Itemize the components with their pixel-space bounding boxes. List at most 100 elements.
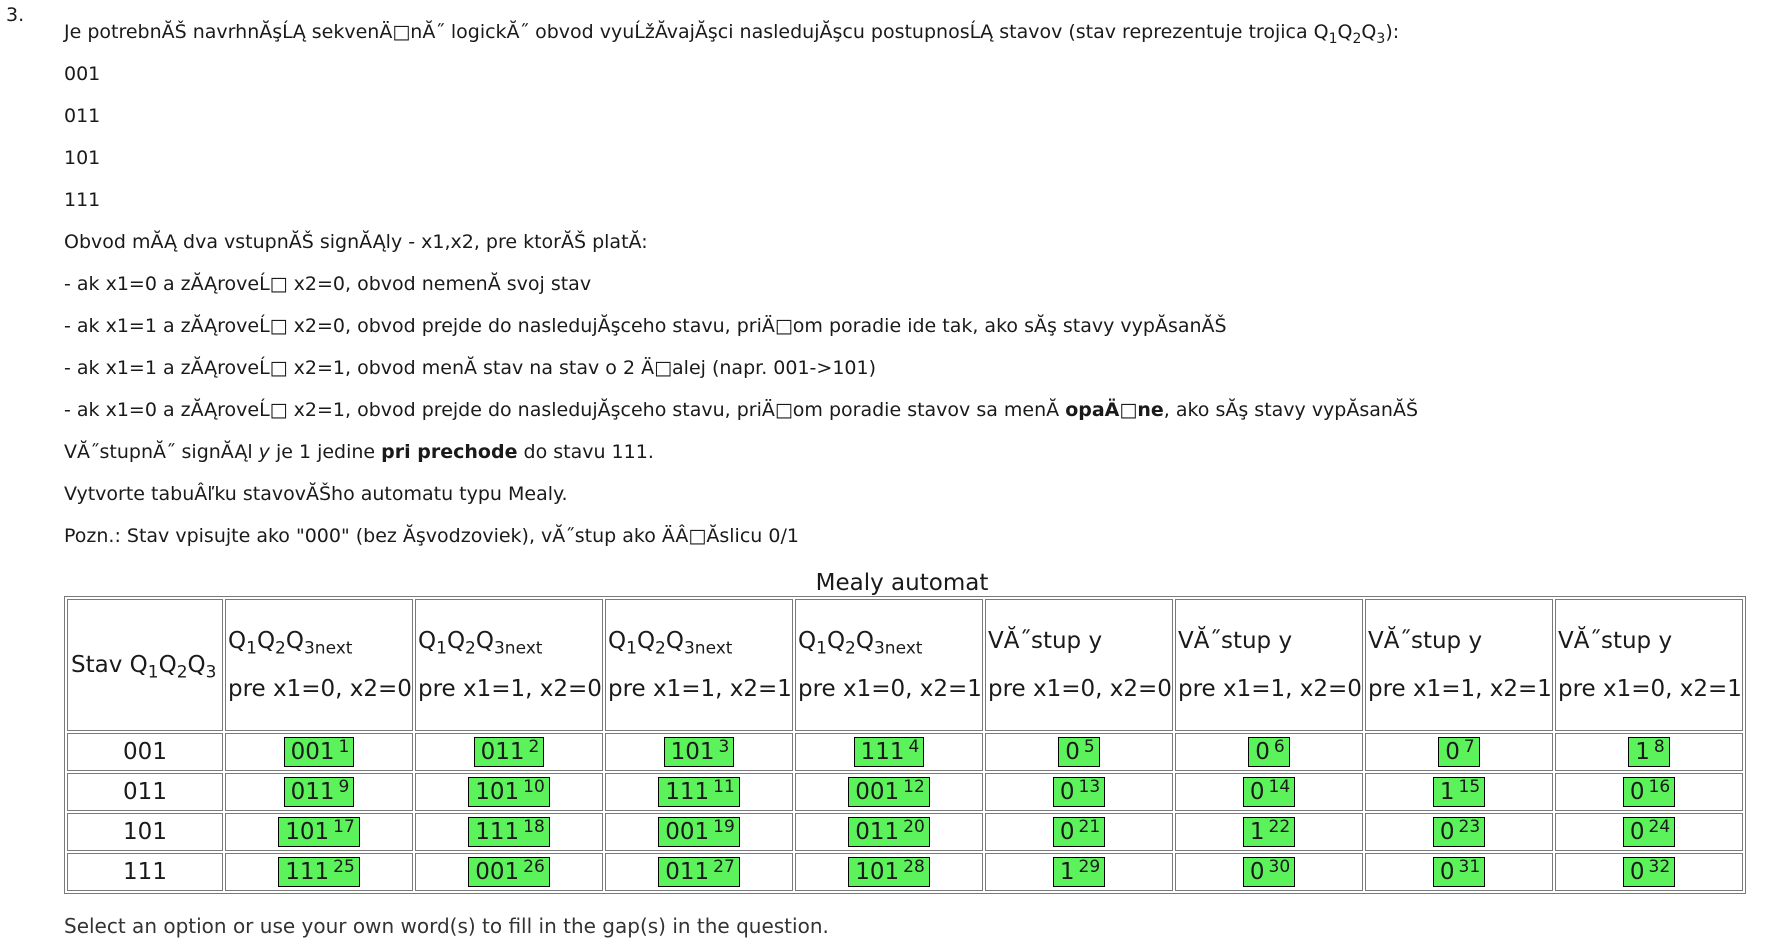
- gap-number: 14: [1268, 777, 1291, 797]
- gap-value: 101: [285, 819, 330, 845]
- gap-number: 20: [903, 817, 925, 837]
- gap-value: 0: [1629, 859, 1645, 885]
- gap-number: 17: [333, 817, 355, 837]
- row-state-label: 011: [67, 773, 223, 811]
- rule-00: - ak x1=0 a zĂĄroveĹ□ x2=0, obvod nemenĂ…: [64, 273, 592, 295]
- gap-value: 1: [1439, 779, 1455, 805]
- gap-value: 011: [665, 859, 710, 885]
- gap-number: 9: [338, 777, 350, 797]
- gap-value: 101: [475, 779, 520, 805]
- gap-value: 0: [1059, 819, 1075, 845]
- gap-number: 15: [1458, 777, 1481, 797]
- gap-value: 0: [1249, 779, 1265, 805]
- gap-number: 31: [1458, 857, 1481, 877]
- gap-value: 0: [1255, 739, 1270, 765]
- gap-number: 4: [908, 737, 920, 757]
- gap-number: 30: [1268, 857, 1291, 877]
- gap-value: 0: [1439, 859, 1455, 885]
- gap-number: 24: [1648, 817, 1671, 837]
- output-rule: VĂ˝stupnĂ˝ signĂĄl y je 1 jedine pri pre…: [64, 441, 654, 463]
- state-101: 101: [64, 147, 101, 169]
- gap-number: 5: [1083, 737, 1095, 757]
- gap-number: 25: [333, 857, 355, 877]
- gap-value: 0: [1445, 739, 1460, 765]
- task-line: Vytvorte tabuÂľku stavovĂŠho automatu ty…: [64, 483, 568, 505]
- state-header: Stav Q1Q2Q3: [67, 599, 223, 731]
- gap-value: 0: [1629, 779, 1645, 805]
- gap-number: 2: [528, 737, 540, 757]
- rule-01: - ak x1=0 a zĂĄroveĹ□ x2=1, obvod prejde…: [64, 399, 1419, 421]
- gap-number: 8: [1653, 737, 1665, 757]
- gap-number: 7: [1463, 737, 1475, 757]
- gap-number: 3: [718, 737, 730, 757]
- question-number: 3.: [6, 4, 25, 26]
- row-state-label: 001: [67, 733, 223, 771]
- gap-value: 1: [1635, 739, 1650, 765]
- gap-value: 001: [290, 739, 335, 765]
- gap-number: 12: [903, 777, 925, 797]
- gap-number: 23: [1458, 817, 1481, 837]
- gap-value: 001: [855, 779, 900, 805]
- gap-number: 22: [1268, 817, 1291, 837]
- gap-value: 0: [1065, 739, 1080, 765]
